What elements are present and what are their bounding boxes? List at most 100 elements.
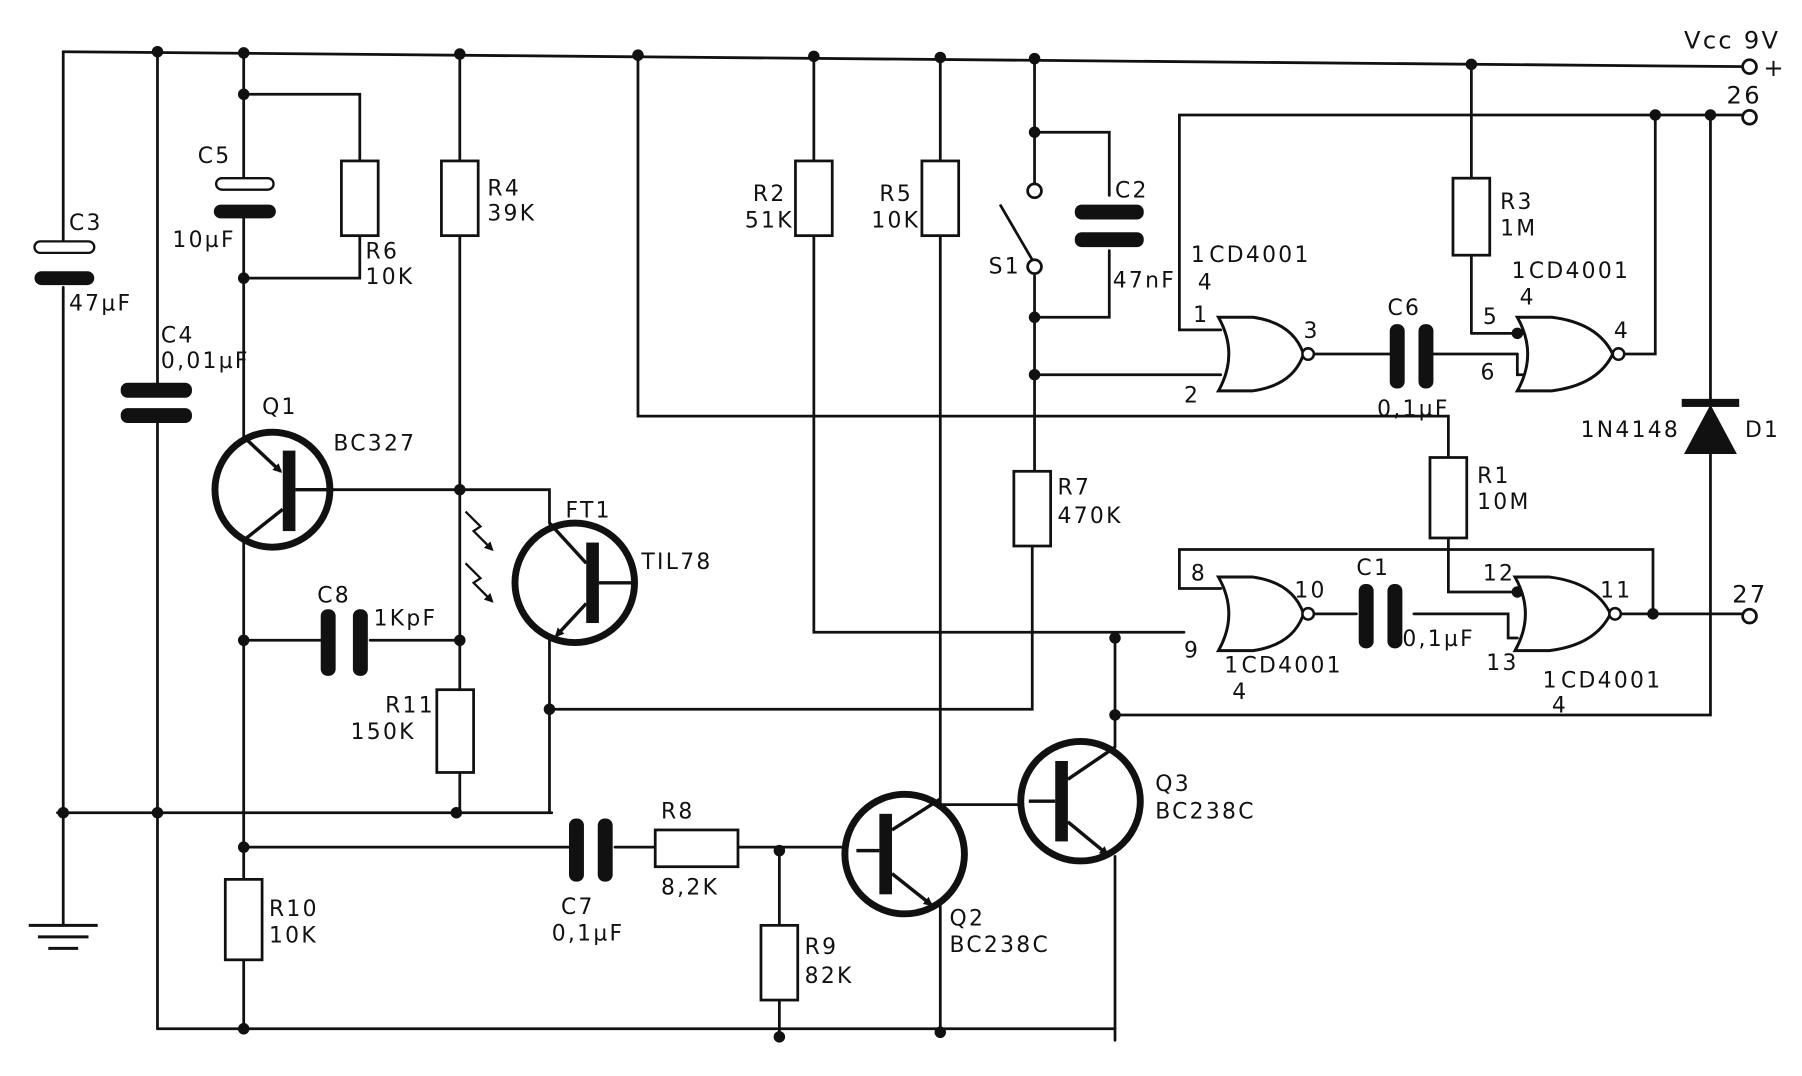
phototransistor-ft1: FT1 TIL78 bbox=[464, 498, 712, 647]
capacitor-c1: C1 0,1µF bbox=[1356, 556, 1475, 652]
wire-r2 bbox=[812, 53, 1186, 634]
r6-name: R6 bbox=[366, 240, 400, 265]
wire-d1 bbox=[1119, 113, 1712, 717]
resistor-r2 bbox=[794, 159, 834, 238]
r7-name: R7 bbox=[1058, 475, 1092, 500]
capacitor-c8: C8 1KpF bbox=[317, 583, 438, 676]
transistor-q3: Q3 BC238C bbox=[1017, 737, 1253, 865]
diode-d1: 1N4148 D1 bbox=[1581, 398, 1780, 455]
resistor-r11 bbox=[435, 688, 475, 774]
wire-g1-in1 bbox=[1178, 113, 1743, 332]
transistor-q1: Q1 BC327 bbox=[211, 395, 416, 551]
s1-name: S1 bbox=[989, 255, 1021, 280]
r1-value: 10M bbox=[1477, 490, 1531, 515]
g1-pin-a: 1 bbox=[1193, 303, 1209, 328]
c1-value: 0,1µF bbox=[1402, 627, 1475, 652]
junctions bbox=[57, 45, 1717, 1043]
wire-g3-out bbox=[1309, 612, 1519, 640]
r9-name: R9 bbox=[805, 935, 839, 960]
resistor-r4 bbox=[440, 159, 480, 238]
g3-pin-out: 10 bbox=[1294, 579, 1326, 604]
q3-name: Q3 bbox=[1155, 772, 1191, 797]
c5-name: C5 bbox=[198, 144, 232, 169]
r5-value: 10K bbox=[871, 209, 920, 234]
g1-frac-den: 4 bbox=[1198, 271, 1214, 296]
vcc-plus: + bbox=[1763, 54, 1786, 82]
g4-frac-den: 4 bbox=[1552, 694, 1568, 719]
terminal-26 bbox=[1741, 108, 1758, 126]
g4-frac-num: 1 bbox=[1543, 668, 1559, 693]
terminal-27 bbox=[1741, 607, 1758, 625]
g4-pin-b: 13 bbox=[1486, 651, 1518, 676]
resistor-r8 bbox=[653, 828, 740, 869]
g2-frac-num: 1 bbox=[1512, 259, 1528, 284]
g3-ic: CD4001 bbox=[1241, 653, 1342, 678]
node-26-label: 26 bbox=[1727, 81, 1762, 109]
ft1-name: FT1 bbox=[566, 498, 612, 523]
ground-icon bbox=[28, 923, 98, 950]
wire-g2-out bbox=[1621, 113, 1657, 356]
vcc-terminal bbox=[1741, 58, 1758, 75]
r6-value: 10K bbox=[366, 265, 415, 290]
q1-name: Q1 bbox=[262, 395, 298, 420]
resistors bbox=[223, 159, 1492, 1002]
node-27-label: 27 bbox=[1732, 580, 1767, 608]
g3-frac-den: 4 bbox=[1232, 680, 1248, 705]
r8-value: 8,2K bbox=[661, 875, 719, 900]
g4-pin-out: 11 bbox=[1600, 579, 1632, 604]
c7-value: 0,1µF bbox=[552, 921, 625, 946]
r1-name: R1 bbox=[1477, 464, 1511, 489]
g1-pin-b: 2 bbox=[1184, 383, 1200, 408]
r11-value: 150K bbox=[351, 720, 416, 745]
r3-name: R3 bbox=[1500, 190, 1534, 215]
g1-pin-out: 3 bbox=[1304, 319, 1320, 344]
r7-value: 470K bbox=[1058, 504, 1123, 529]
g4-pin-a: 12 bbox=[1483, 561, 1515, 586]
r10-value: 10K bbox=[269, 924, 318, 949]
wire-r1-low bbox=[1446, 536, 1519, 594]
resistor-r5 bbox=[920, 159, 961, 238]
light-arrows-icon bbox=[464, 510, 494, 603]
r4-value: 39K bbox=[487, 202, 536, 227]
wire-c2-loop bbox=[1033, 130, 1111, 319]
d1-name: D1 bbox=[1745, 418, 1780, 443]
wire-ft1-to-r7 bbox=[548, 544, 1034, 711]
c4-value: 0,01µF bbox=[161, 349, 250, 374]
nor-gate-2: 1 4 CD4001 5 6 4 bbox=[1481, 259, 1630, 393]
g4-ic: CD4001 bbox=[1561, 668, 1662, 693]
r5-name: R5 bbox=[879, 182, 913, 207]
nor-gate-4: 1 4 CD4001 12 13 11 bbox=[1483, 561, 1662, 719]
q1-type: BC327 bbox=[333, 432, 416, 457]
g2-ic: CD4001 bbox=[1529, 259, 1630, 284]
resistor-r9 bbox=[759, 923, 800, 1002]
c2-value: 47nF bbox=[1113, 268, 1176, 293]
c4-name: C4 bbox=[161, 324, 195, 349]
g3-pin-a: 8 bbox=[1191, 561, 1207, 586]
c8-value: 1KpF bbox=[374, 606, 438, 631]
capacitor-c3: C3 47µF bbox=[33, 211, 132, 316]
g2-pin-out: 4 bbox=[1614, 319, 1630, 344]
transistor-q2: Q2 BC238C bbox=[841, 790, 1048, 958]
r11-name: R11 bbox=[385, 694, 435, 719]
nor-gate-1: 1 4 CD4001 1 2 3 bbox=[1184, 243, 1320, 408]
resistor-labels: R6 10K R4 39K R2 51K R5 10K R3 1M R7 470… bbox=[269, 176, 1537, 989]
c3-value: 47µF bbox=[69, 291, 132, 316]
ft1-type: TIL78 bbox=[640, 550, 712, 575]
c3-name: C3 bbox=[69, 211, 103, 236]
vcc-rail bbox=[61, 50, 1749, 69]
capacitor-c7: C7 0,1µF bbox=[552, 818, 625, 946]
q2-name: Q2 bbox=[949, 906, 985, 931]
r8-name: R8 bbox=[661, 799, 695, 824]
nor-gate-3: 1 4 CD4001 8 9 10 bbox=[1184, 561, 1342, 705]
r10-name: R10 bbox=[269, 897, 319, 922]
g2-frac-den: 4 bbox=[1520, 286, 1536, 311]
g1-ic: CD4001 bbox=[1209, 243, 1310, 268]
c7-name: C7 bbox=[561, 895, 595, 920]
r9-value: 82K bbox=[805, 964, 854, 989]
supply-terminals: Vcc 9V + 26 27 bbox=[1684, 26, 1786, 625]
capacitor-c4: C4 0,01µF bbox=[120, 324, 250, 424]
r3-value: 1M bbox=[1500, 217, 1537, 242]
g2-pin-a: 5 bbox=[1483, 305, 1499, 330]
g3-pin-b: 9 bbox=[1184, 639, 1200, 664]
g3-frac-num: 1 bbox=[1224, 653, 1240, 678]
